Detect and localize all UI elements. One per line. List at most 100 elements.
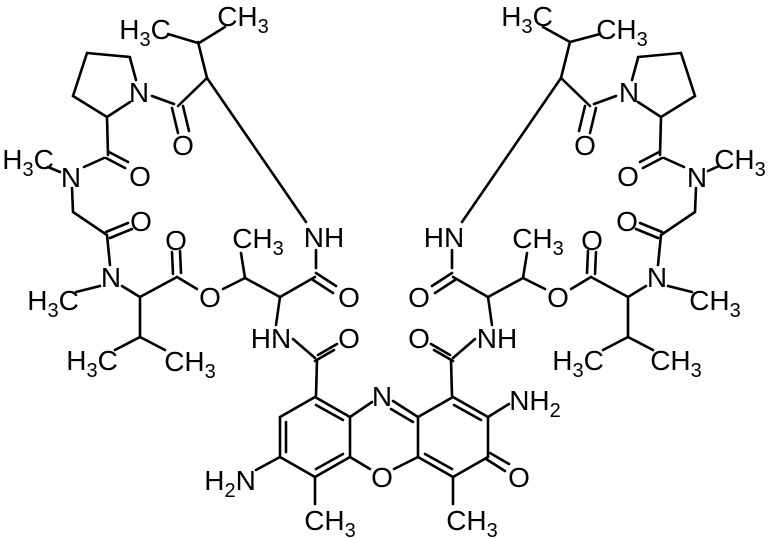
bond	[658, 115, 663, 157]
bond	[70, 186, 75, 214]
oxygen-label: O	[172, 130, 194, 161]
amine-label: H2N	[204, 465, 256, 502]
methyl-label: H3C	[66, 345, 118, 382]
bond	[274, 295, 282, 327]
bond	[197, 25, 227, 45]
bond	[138, 275, 179, 299]
bond	[314, 358, 319, 398]
bond	[291, 337, 317, 360]
methyl-label: CH3	[232, 223, 284, 260]
bond	[314, 452, 345, 471]
bond	[451, 275, 490, 299]
bond	[634, 227, 660, 240]
nitrogen-label: N	[101, 262, 121, 293]
bond	[666, 284, 694, 294]
bond	[592, 94, 618, 106]
bond	[313, 455, 352, 479]
bond	[659, 94, 697, 119]
bond	[278, 395, 317, 419]
bond	[348, 400, 374, 419]
bond	[150, 94, 176, 106]
bond	[85, 51, 132, 59]
bond	[71, 51, 89, 98]
oxygen-label: O	[338, 323, 360, 354]
oxygen-label: O	[371, 462, 393, 493]
methyl-label: CH3	[596, 14, 648, 51]
bond	[451, 395, 490, 419]
methyl-label: H3C	[552, 345, 604, 382]
bond	[71, 94, 109, 119]
bond	[221, 276, 247, 291]
methyl-label: CH3	[304, 505, 356, 539]
bond	[416, 455, 455, 479]
methyl-label: CH3	[689, 285, 741, 322]
bond	[120, 284, 142, 299]
bond	[641, 156, 664, 170]
oxygen-label: O	[408, 282, 430, 313]
amide-nh-label: HN	[424, 222, 464, 253]
bond	[589, 275, 630, 299]
bond	[706, 164, 721, 173]
bond	[175, 275, 199, 291]
bond	[451, 455, 490, 479]
bond	[113, 335, 142, 352]
oxygen-label: O	[129, 161, 151, 192]
oxygen-label: O	[508, 462, 530, 493]
bond	[559, 40, 572, 80]
bond	[577, 104, 587, 133]
bond	[74, 284, 102, 294]
methyl-label: CH3	[714, 144, 766, 181]
bond	[449, 358, 454, 398]
methyl-label: CH3	[446, 505, 498, 539]
bond	[176, 76, 209, 108]
methyl-label: CH3	[512, 223, 564, 260]
methyl-label: CH3	[650, 345, 702, 382]
bond	[104, 156, 127, 170]
oxygen-label: O	[547, 282, 569, 313]
bond	[430, 271, 454, 288]
bond	[316, 342, 339, 357]
bond	[170, 250, 175, 276]
oxygen-label: O	[165, 225, 187, 256]
bond	[313, 348, 336, 363]
bond	[601, 335, 630, 352]
bond	[105, 100, 132, 119]
amide-nh-label: HN	[251, 323, 291, 354]
oxygen-label: O	[338, 282, 360, 313]
bond	[432, 348, 455, 363]
bond	[71, 210, 109, 237]
methyl-label: CH3	[217, 1, 269, 38]
nitrogen-label: N	[687, 162, 707, 193]
bond	[486, 402, 511, 419]
amide-nh-label: NH	[304, 222, 344, 253]
bond	[108, 227, 134, 240]
bond	[205, 76, 308, 224]
bond	[486, 295, 494, 327]
oxygen-label: O	[130, 206, 152, 237]
bond	[239, 251, 247, 280]
oxygen-label: O	[581, 225, 603, 256]
bond	[568, 32, 602, 44]
bond	[107, 150, 130, 164]
oxygen-label: O	[617, 161, 639, 192]
bond	[348, 455, 372, 471]
bond	[429, 342, 452, 357]
bond	[659, 210, 697, 237]
bond	[636, 100, 663, 119]
bond	[626, 335, 655, 352]
bond	[541, 25, 572, 44]
bond	[559, 76, 592, 108]
bond	[569, 275, 593, 291]
bond	[662, 156, 686, 169]
amide-nh-label: NH	[477, 323, 517, 354]
bond	[278, 455, 317, 479]
bond	[451, 337, 477, 360]
bond	[314, 403, 345, 422]
methyl-label: H3C	[119, 14, 171, 51]
methyl-label: H3C	[27, 285, 79, 322]
amine-label: NH2	[509, 385, 561, 422]
bond	[278, 275, 317, 299]
oxygen-label: O	[408, 323, 430, 354]
